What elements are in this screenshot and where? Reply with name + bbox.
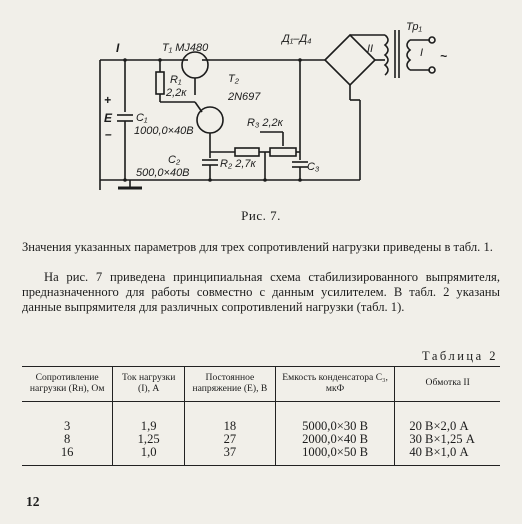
table-cell: 5000,0×30 В xyxy=(275,401,396,433)
table-cell: 18 xyxy=(184,401,276,433)
t2-model-label: 2N697 xyxy=(227,91,261,103)
c1-value-label: 1000,0×40В xyxy=(134,125,194,137)
table-header-cell: Обмотка II xyxy=(394,366,500,402)
table-row: 3 1,9 18 5000,0×30 В 20 В×2,0 А xyxy=(22,401,500,433)
plus-label: + xyxy=(104,93,111,107)
table-cell: 1,25 xyxy=(112,433,185,446)
table-cell: 1,0 xyxy=(112,446,185,466)
r1-value-label: 2,2к xyxy=(165,87,187,99)
table-cell: 16 xyxy=(22,446,114,466)
r2-label: R₂ 2,7к xyxy=(220,158,256,170)
table-header-row: Сопротивление нагрузки (Rн), Ом Ток нагр… xyxy=(22,366,500,402)
data-table: Сопротивление нагрузки (Rн), Ом Ток нагр… xyxy=(22,366,500,466)
diodes-label: Д₁–Д₄ xyxy=(280,33,312,45)
table-cell: 30 В×1,25 А xyxy=(409,432,475,446)
table-header-cell: Сопротивление нагрузки (Rн), Ом xyxy=(22,366,114,402)
circuit-schematic: I + E – T₁ MJ480 R₁ 2,2к C₁ 1000,0×40В T… xyxy=(99,21,447,190)
table-cell: 40 В×1,0 А xyxy=(394,446,500,466)
table-cell: 2000,0×40 В xyxy=(275,433,396,446)
table-cell: 1000,0×50 В xyxy=(275,446,396,466)
minus-label: – xyxy=(105,127,112,141)
table-header-cell: Ток нагрузки (I), А xyxy=(112,366,185,402)
winding-1-label: I xyxy=(420,47,423,59)
page-number: 12 xyxy=(26,494,40,509)
table-cell: 1,9 xyxy=(112,401,185,433)
table-cell: 20 В×2,0 А xyxy=(409,419,469,433)
c3-label: C₃ xyxy=(307,161,320,173)
figure-caption: Рис. 7. xyxy=(241,208,281,223)
paragraph-2: На рис. 7 приведена принципиальная схема… xyxy=(22,270,500,314)
t1-label: T₁ MJ480 xyxy=(162,42,209,54)
table-title: Таблица 2 xyxy=(422,349,498,363)
table-row: 8 1,25 27 2000,0×40 В 30 В×1,25 А xyxy=(22,433,500,446)
ac-label: ~ xyxy=(440,49,447,63)
c2-value-label: 500,0×40В xyxy=(136,167,190,179)
table-header-cell: Емкость конденсатора C₃, мкФ xyxy=(275,366,396,402)
current-label: I xyxy=(116,41,120,55)
table-cell: 27 xyxy=(184,433,276,446)
transformer-label: Тр₁ xyxy=(406,21,422,33)
c1-name-label: C₁ xyxy=(136,112,148,124)
winding-2-label: II xyxy=(367,43,373,55)
table-cell: 37 xyxy=(184,446,276,466)
table-cell: 8 xyxy=(22,433,114,446)
c2-name-label: C₂ xyxy=(168,154,181,166)
paragraph-1: Значения указанных параметров для трех с… xyxy=(22,240,493,254)
table-row: 16 1,0 37 1000,0×50 В 40 В×1,0 А xyxy=(22,446,500,466)
r1-name-label: R₁ xyxy=(170,74,182,86)
t2-name-label: T₂ xyxy=(228,73,240,85)
voltage-label: E xyxy=(104,111,113,125)
r3-label: R₃ 2,2к xyxy=(247,117,284,129)
table-cell: 3 xyxy=(22,401,114,433)
table-header-cell: Постоянное напряжение (E), В xyxy=(184,366,276,402)
